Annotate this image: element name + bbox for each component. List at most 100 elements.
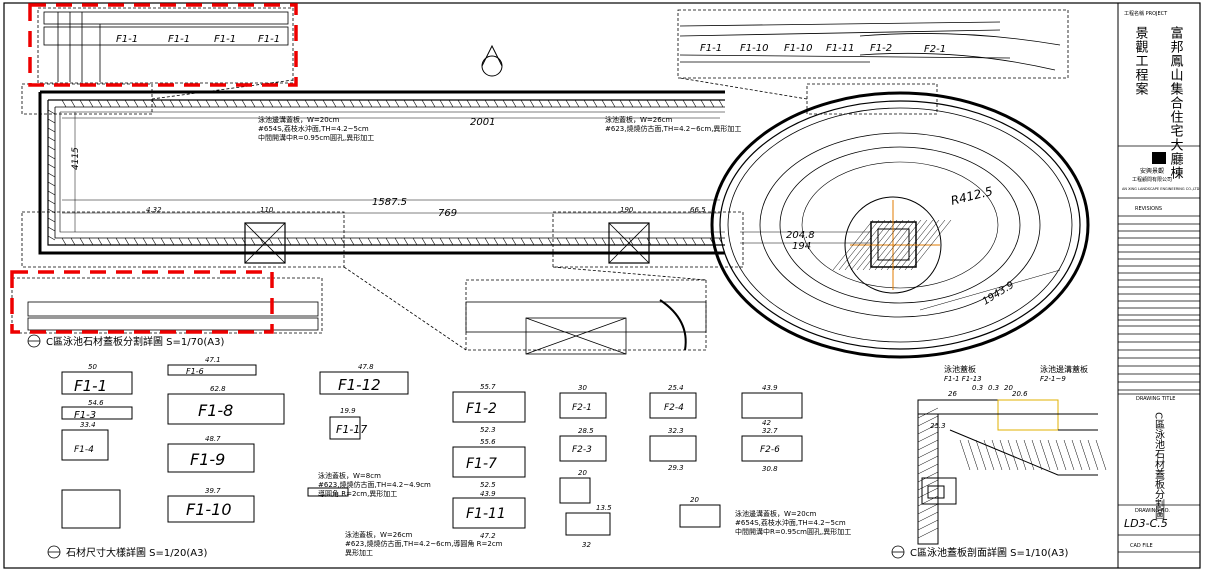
hatch-line <box>700 237 706 246</box>
plan-dim-204: 204.8 <box>786 230 815 241</box>
hatch-line <box>691 237 697 246</box>
hatch-line <box>88 237 94 246</box>
stone-dim-334: 33.4 <box>80 421 96 429</box>
stone-F1-6: F1-6 <box>186 367 204 376</box>
stone-dim-487: 48.7 <box>205 435 221 443</box>
hatch-line <box>47 181 56 187</box>
hatch-line <box>592 99 598 108</box>
hatch-line <box>250 99 256 108</box>
detail-label-3: F1-10 <box>784 43 812 54</box>
hatch-line <box>917 479 939 491</box>
plan-dim-66: 66.5 <box>690 206 706 214</box>
hatch-line <box>538 99 544 108</box>
hatch-line <box>88 99 94 108</box>
hatch-line <box>385 237 391 246</box>
stone-F1-1: F1-1 <box>74 377 107 395</box>
hatch-line <box>448 237 454 246</box>
detail-label-5: F1-2 <box>870 43 892 54</box>
hatch-line <box>268 237 274 246</box>
stone-dim-32: 32 <box>582 541 591 549</box>
stone-F1-9: F1-9 <box>190 450 225 469</box>
hatch-line <box>999 439 1011 471</box>
hatch-line <box>583 99 589 108</box>
revisions-label: REVISIONS <box>1135 206 1162 212</box>
hatch-line <box>475 99 481 108</box>
hatch-line <box>61 237 67 246</box>
drawing-title: C區泳池石材蓋板分割圖 <box>1153 412 1165 520</box>
section-dim-20: 20 <box>1004 384 1013 392</box>
highlight-box-bottom <box>10 270 274 334</box>
stone-F1-17: F1-17 <box>336 423 367 436</box>
cad-file-label: CAD FILE <box>1130 543 1153 549</box>
hatch-line <box>967 439 979 471</box>
hatch-line <box>917 527 939 539</box>
pool-plan <box>11 7 1090 359</box>
hatch-line <box>160 99 166 108</box>
company-name: 安興景觀 <box>1140 167 1164 175</box>
hatch-line <box>47 163 56 169</box>
detail-strip-topleft <box>43 11 289 82</box>
stones-caption: 石材尺寸大樣詳圖 S=1/20(A3) <box>66 546 207 559</box>
panel-label-3: F1-1 <box>214 34 236 45</box>
stone-dim-439b: 43.9 <box>762 384 778 392</box>
plan-dim-4115: 4115 <box>71 147 81 170</box>
hatch-line <box>61 99 67 108</box>
note-w20-2: #654S,荔枝水沖面,TH=4.2~5cm <box>735 518 846 527</box>
hatch-line <box>601 237 607 246</box>
hatch-line <box>106 99 112 108</box>
hatch-line <box>547 99 553 108</box>
hatch-line <box>79 237 85 246</box>
hatch-line <box>628 99 634 108</box>
hatch-line <box>898 219 940 271</box>
stone-dim-20: 20 <box>578 469 587 477</box>
hatch-line <box>917 503 939 515</box>
section-caption: C區泳池蓋板剖面詳圖 S=1/10(A3) <box>910 546 1068 559</box>
stone-F1-4: F1-4 <box>74 445 94 455</box>
stone-dim-439: 43.9 <box>480 490 496 498</box>
hatch-line <box>917 447 939 459</box>
hatch-line <box>565 237 571 246</box>
hatch-line <box>142 237 148 246</box>
note-w26-1: 泳池蓋板，W=26cm <box>345 530 413 539</box>
hatch-line <box>47 109 56 115</box>
hatch-line <box>97 237 103 246</box>
hatch-line <box>47 145 56 151</box>
hatch-line <box>1039 439 1051 471</box>
panel-label-1: F1-1 <box>116 34 138 45</box>
hatch-line <box>529 237 535 246</box>
hatch-line <box>917 471 939 483</box>
hatch-line <box>412 99 418 108</box>
stone-dim-523: 52.3 <box>480 426 496 434</box>
hatch-line <box>133 237 139 246</box>
hatch-line <box>47 199 56 205</box>
hatch-line <box>493 237 499 246</box>
note-left-3: 中間開溝中R=0.95cm圓孔,異形加工 <box>258 133 374 142</box>
hatch-line <box>169 99 175 108</box>
hatch-line <box>349 237 355 246</box>
hatch-line <box>151 237 157 246</box>
hatch-line <box>70 237 76 246</box>
hatch-line <box>484 237 490 246</box>
detail-strip-top <box>679 21 1061 71</box>
hatch-line <box>457 237 463 246</box>
hatch-line <box>151 99 157 108</box>
hatch-line <box>47 154 56 160</box>
hatch-line <box>376 99 382 108</box>
hatch-line <box>250 237 256 246</box>
hatch-line <box>385 99 391 108</box>
highlight-box-top <box>28 3 298 87</box>
detail-label-2: F1-10 <box>740 43 768 54</box>
hatch-line <box>556 237 562 246</box>
note-left-2: #654S,荔枝水沖面,TH=4.2~5cm <box>258 124 369 133</box>
hatch-line <box>892 219 934 271</box>
note-w8-1: 泳池蓋板，W=8cm <box>318 471 381 480</box>
hatch-line <box>475 237 481 246</box>
stone-F1-3: F1-3 <box>74 410 96 421</box>
hatch-line <box>403 99 409 108</box>
hatch-line <box>313 237 319 246</box>
hatch-line <box>241 99 247 108</box>
stone-dim-472: 47.2 <box>480 532 496 540</box>
hatch-line <box>1079 439 1091 471</box>
hatch-line <box>1023 439 1035 471</box>
note-w26-3: 異形加工 <box>345 548 373 557</box>
